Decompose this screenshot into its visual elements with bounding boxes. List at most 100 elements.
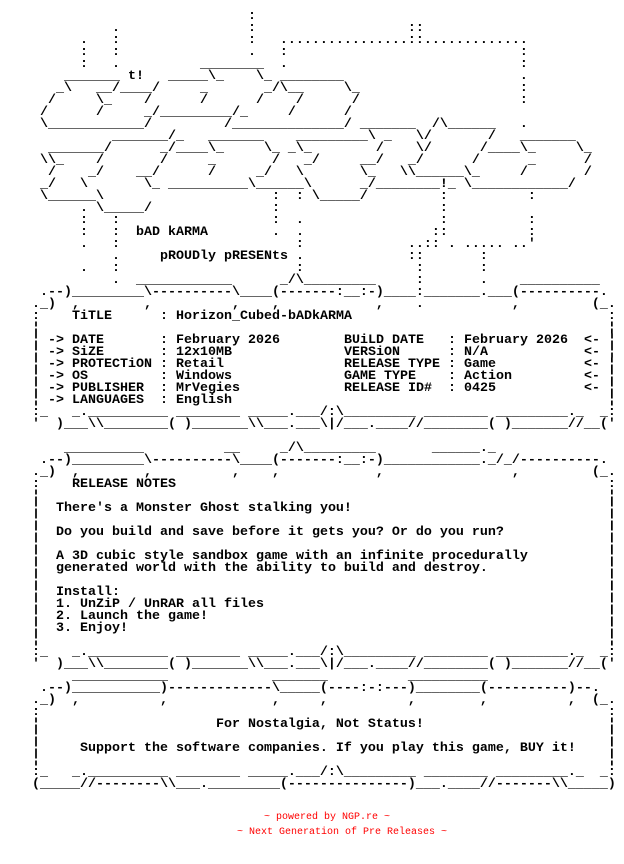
separator: : xyxy=(447,381,456,396)
text-row: .--)___________)-------------\_____(----… xyxy=(0,681,600,696)
ascii-art-segment: : : : . : : xyxy=(0,213,536,228)
tagline-link[interactable]: ~ Next Generation of Pre Releases ~ xyxy=(237,827,448,838)
ascii-art-segment: . : : ..:: . ..... ..' xyxy=(0,237,536,252)
text-row: _______/_ _______ _________\ _ \/ / ____… xyxy=(0,130,576,143)
text-row: ¦ 1. UnZiP / UnRAR all files ¦ xyxy=(0,597,616,612)
info-value: February 2026 xyxy=(176,333,280,348)
text-row: : : bAD kARMA . . :: : xyxy=(0,225,536,240)
ascii-art-segment: ¦ ¦ xyxy=(0,729,616,744)
text-row: :_ _.__________ ________ _____.___/:\___… xyxy=(0,646,616,659)
notes-line: Do you build and save before it gets you… xyxy=(56,525,504,540)
info-value: Windows xyxy=(175,369,232,384)
ascii-art-segment: . \_____/ : : xyxy=(0,201,448,216)
ascii-art-segment: ¦ xyxy=(0,345,48,360)
text-row: ¦ ¦ xyxy=(0,538,616,551)
arrow-right-icon: -> xyxy=(48,357,64,372)
ascii-art-segment: ¦ xyxy=(263,597,616,612)
ascii-art-segment: : xyxy=(0,477,72,492)
text-row: ¦ 2. Launch the game! ¦ xyxy=(0,609,616,624)
text-row: :_ _.__________ ________ _____.___/:\___… xyxy=(0,406,616,419)
text-row: ¦ For Nostalgia, Not Status! ¦ xyxy=(0,717,616,732)
info-label: OS xyxy=(72,369,88,384)
text-row: _______ t! _____\_ \_ ________ . xyxy=(0,70,528,83)
ascii-art-segment: ¦ xyxy=(487,561,616,576)
ascii-art-segment: ¦ xyxy=(0,333,48,348)
ascii-art-segment: ¦ xyxy=(0,525,56,540)
ascii-art-segment: ¦ ¦ xyxy=(0,633,616,648)
info-value: Retail xyxy=(175,357,224,372)
ascii-art-segment: : . ________ . : xyxy=(0,57,528,72)
text-row: \\_ / / _ / _/ __/ _/ / _ / xyxy=(0,153,592,168)
ascii-art-segment: __________ __ _/\_________ ______._ xyxy=(0,441,496,456)
powered-by-link[interactable]: ~ powered by NGP.re ~ xyxy=(264,812,391,823)
release-notes-heading: RELEASE NOTES xyxy=(71,477,176,492)
separator: : xyxy=(159,393,168,408)
info-label: PUBLISHER xyxy=(72,381,144,396)
ascii-art-segment: _/ \ \_ __________\______\ _/________!_ … xyxy=(0,177,576,192)
separator: : xyxy=(159,357,168,372)
ascii-art-segment: ¦ xyxy=(599,345,616,360)
ascii-art-segment: . ____________ _/\_________ : . ________… xyxy=(0,273,600,288)
presents-text: pROUDly pRESENts xyxy=(159,249,288,264)
install-step: 3. Enjoy! xyxy=(56,621,128,636)
ascii-art-segment: ¦ xyxy=(575,741,616,756)
text-row: ¦ ¦ xyxy=(0,729,616,744)
text-row: .--)_________\----------\____(-------:__… xyxy=(0,453,608,468)
ascii-art-segment: . . :: : xyxy=(207,225,536,240)
motto-text: For Nostalgia, Not Status! xyxy=(215,717,424,732)
ascii-art-segment: (_____//--------\\___._________(--------… xyxy=(0,777,616,792)
ascii-art-segment: . xyxy=(0,249,160,264)
text-row: (_____//--------\\___._________(--------… xyxy=(0,777,616,792)
arrow-left-icon: <- xyxy=(583,345,600,360)
separator: : xyxy=(159,369,168,384)
text-row: ____________ _______ __________ xyxy=(0,670,488,683)
separator: : xyxy=(447,333,456,348)
info-value: 0425 xyxy=(463,381,496,396)
ascii-art-segment: .--)_________\----------\____(-------:__… xyxy=(0,453,608,468)
ascii-art-segment: ¦ xyxy=(0,549,56,564)
ascii-art-segment: : : xyxy=(0,225,136,240)
text-row: . ____________ _/\_________ : . ________… xyxy=(0,273,600,288)
ascii-art-segment: ¦ xyxy=(0,609,56,624)
ascii-art-segment: ¦ xyxy=(120,585,616,600)
info-label: PROTECTiON xyxy=(72,357,152,372)
ascii-art-segment: \\_ / / _ / _/ __/ _/ / _ / xyxy=(0,153,592,168)
info-label: VERSiON xyxy=(343,345,400,360)
arrow-right-icon: -> xyxy=(48,381,64,396)
text-row: ¦ -> PROTECTiON : Retail RELEASE TYPE : … xyxy=(0,357,616,372)
separator: : xyxy=(447,357,456,372)
text-row: _/ \ \_ __________\______\ _/________!_ … xyxy=(0,177,576,192)
ascii-art-segment: . : : ................::............. xyxy=(0,33,528,48)
ascii-art-segment: ¦ xyxy=(599,381,616,396)
text-row: ' )___\\________( )_______\\___.___\|/__… xyxy=(0,418,616,431)
text-row: ¦ ¦ xyxy=(0,490,616,503)
info-label: BUiLD DATE xyxy=(343,333,424,348)
text-row: :_ _.__________ ________ _____.___/:\___… xyxy=(0,766,616,779)
ascii-art-segment: ¦ ¦ xyxy=(0,513,616,528)
separator: : xyxy=(159,381,168,396)
ascii-art-segment: : xyxy=(175,477,616,492)
text-row: ¦ Support the software companies. If you… xyxy=(0,741,616,756)
ascii-art-segment: ¦ xyxy=(0,585,56,600)
ascii-art-segment: ¦ xyxy=(423,717,616,732)
arrow-left-icon: <- xyxy=(583,357,600,372)
ascii-art-segment: ¦ ¦ xyxy=(0,321,616,336)
ascii-art-segment: : : . : : xyxy=(0,45,528,60)
ascii-art-segment: : xyxy=(351,309,616,324)
ascii-art-segment: ¦ xyxy=(0,369,48,384)
text-row: ¦ -> DATE : February 2026 BUiLD DATE : F… xyxy=(0,333,616,348)
ascii-art-segment: \____________/ /______________/ _______ … xyxy=(0,117,528,132)
ascii-art-segment: ¦ xyxy=(599,357,616,372)
ascii-art-segment: .--)_________\----------\____(-------:__… xyxy=(0,285,608,300)
text-row: ¦ -> LANGUAGES : English ¦ xyxy=(0,393,616,408)
ascii-art-segment: .--)___________)-------------\_____(----… xyxy=(0,681,600,696)
text-row: / \_ / / / / / : xyxy=(0,94,528,107)
text-row: . pROUDly pRESENts . :: : xyxy=(0,249,488,264)
text-row: ¦ 3. Enjoy! ¦ xyxy=(0,621,616,636)
ascii-art-segment: ¦ xyxy=(599,333,616,348)
ascii-art-segment: ¦ xyxy=(351,501,616,516)
support-text: Support the software companies. If you p… xyxy=(79,741,576,756)
text-row: ¦ -> SiZE : 12x10MB VERSiON : N/A <- ¦ xyxy=(0,345,616,360)
ascii-art-segment: ¦ xyxy=(127,621,616,636)
ascii-art-segment: / _/ __/ / _/ \ \_ \\______\_ / / xyxy=(0,165,592,180)
